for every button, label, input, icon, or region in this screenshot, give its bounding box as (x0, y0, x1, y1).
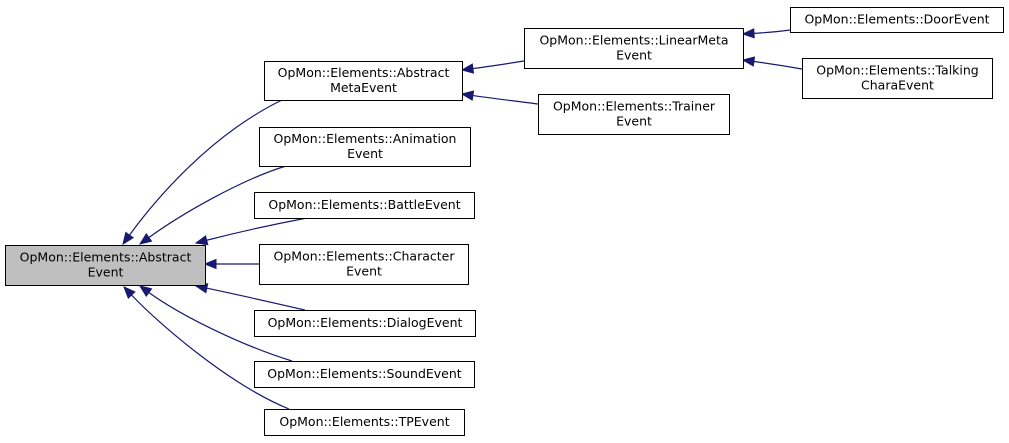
class-node-label-line: OpMon::Elements::Talking (816, 63, 979, 78)
edge-line (206, 217, 308, 241)
edge-arrowhead (123, 286, 136, 299)
edge-arrowhead (203, 258, 217, 270)
edge-line (128, 99, 283, 236)
class-node-box (802, 58, 993, 99)
class-node-sound-event[interactable]: OpMon::Elements::SoundEvent (254, 361, 475, 388)
edge-line (472, 94, 539, 105)
edge-character-event-to-abstract-event (203, 258, 259, 270)
edge-line (148, 165, 287, 239)
class-node-label-line: Event (347, 146, 383, 161)
edge-animation-event-to-abstract-event (138, 165, 287, 245)
edge-arrowhead (194, 235, 209, 246)
class-node-label-line: OpMon::Elements::DialogEvent (268, 315, 463, 330)
edge-line (472, 60, 525, 70)
edge-arrowhead (122, 231, 135, 246)
edge-arrowhead (138, 233, 153, 245)
class-node-label-line: OpMon::Elements::Abstract (20, 250, 192, 265)
class-node-label-line: OpMon::Elements::Character (274, 249, 456, 264)
edge-dialog-event-to-abstract-event (194, 283, 306, 311)
class-node-label-line: OpMon::Elements::Abstract (278, 65, 450, 80)
class-nodes: OpMon::Elements::AbstractEventOpMon::Ele… (5, 7, 1004, 436)
class-node-box (259, 127, 471, 167)
edge-arrowhead (741, 56, 756, 67)
edge-line (131, 294, 290, 410)
class-node-label-line: OpMon::Elements::BattleEvent (268, 197, 460, 212)
edge-arrowhead (138, 285, 153, 297)
class-node-label-line: Event (616, 114, 652, 129)
edge-arrowhead (460, 63, 475, 74)
class-node-label-line: MetaEvent (330, 80, 397, 95)
edge-line (206, 287, 306, 311)
class-node-battle-event[interactable]: OpMon::Elements::BattleEvent (254, 192, 475, 219)
class-node-box (524, 28, 744, 69)
edge-line (753, 29, 791, 34)
class-node-label-line: Event (616, 48, 652, 63)
class-node-dialog-event[interactable]: OpMon::Elements::DialogEvent (254, 310, 476, 337)
class-node-label-line: Event (88, 265, 124, 280)
class-node-box (254, 361, 475, 388)
class-node-label-line: Event (346, 264, 382, 279)
class-node-door-event[interactable]: OpMon::Elements::DoorEvent (790, 7, 1004, 33)
edge-door-event-to-linear-meta-event (741, 28, 791, 39)
class-node-box (254, 192, 475, 219)
edge-talking-chara-event-to-linear-meta-event (741, 56, 803, 70)
edge-abstract-meta-event-to-abstract-event (122, 99, 283, 246)
class-node-label-line: OpMon::Elements::LinearMeta (539, 33, 728, 48)
edge-line (753, 60, 803, 70)
class-node-label-line: OpMon::Elements::TPEvent (279, 414, 449, 429)
edge-arrowhead (460, 90, 475, 101)
class-node-label-line: OpMon::Elements::SoundEvent (267, 366, 462, 381)
class-node-box (264, 409, 465, 436)
edge-battle-event-to-abstract-event (194, 217, 308, 246)
edge-linear-meta-event-to-abstract-meta-event (460, 60, 525, 74)
class-node-box (538, 94, 730, 135)
edge-arrowhead (741, 28, 755, 39)
class-node-label-line: CharaEvent (861, 78, 934, 93)
edge-tp-event-to-abstract-event (123, 286, 290, 410)
class-node-label-line: OpMon::Elements::Animation (274, 131, 457, 146)
edge-line (148, 291, 293, 362)
class-node-label-line: OpMon::Elements::DoorEvent (804, 12, 989, 27)
class-node-tp-event[interactable]: OpMon::Elements::TPEvent (264, 409, 465, 436)
edge-sound-event-to-abstract-event (138, 285, 293, 362)
class-node-box (5, 245, 206, 286)
class-node-box (254, 310, 476, 337)
inheritance-edges (122, 28, 803, 410)
edge-trainer-event-to-abstract-meta-event (460, 90, 539, 105)
class-node-box (264, 61, 463, 101)
class-node-box (259, 244, 469, 285)
class-node-label-line: OpMon::Elements::Trainer (553, 99, 716, 114)
class-node-box (790, 7, 1004, 33)
